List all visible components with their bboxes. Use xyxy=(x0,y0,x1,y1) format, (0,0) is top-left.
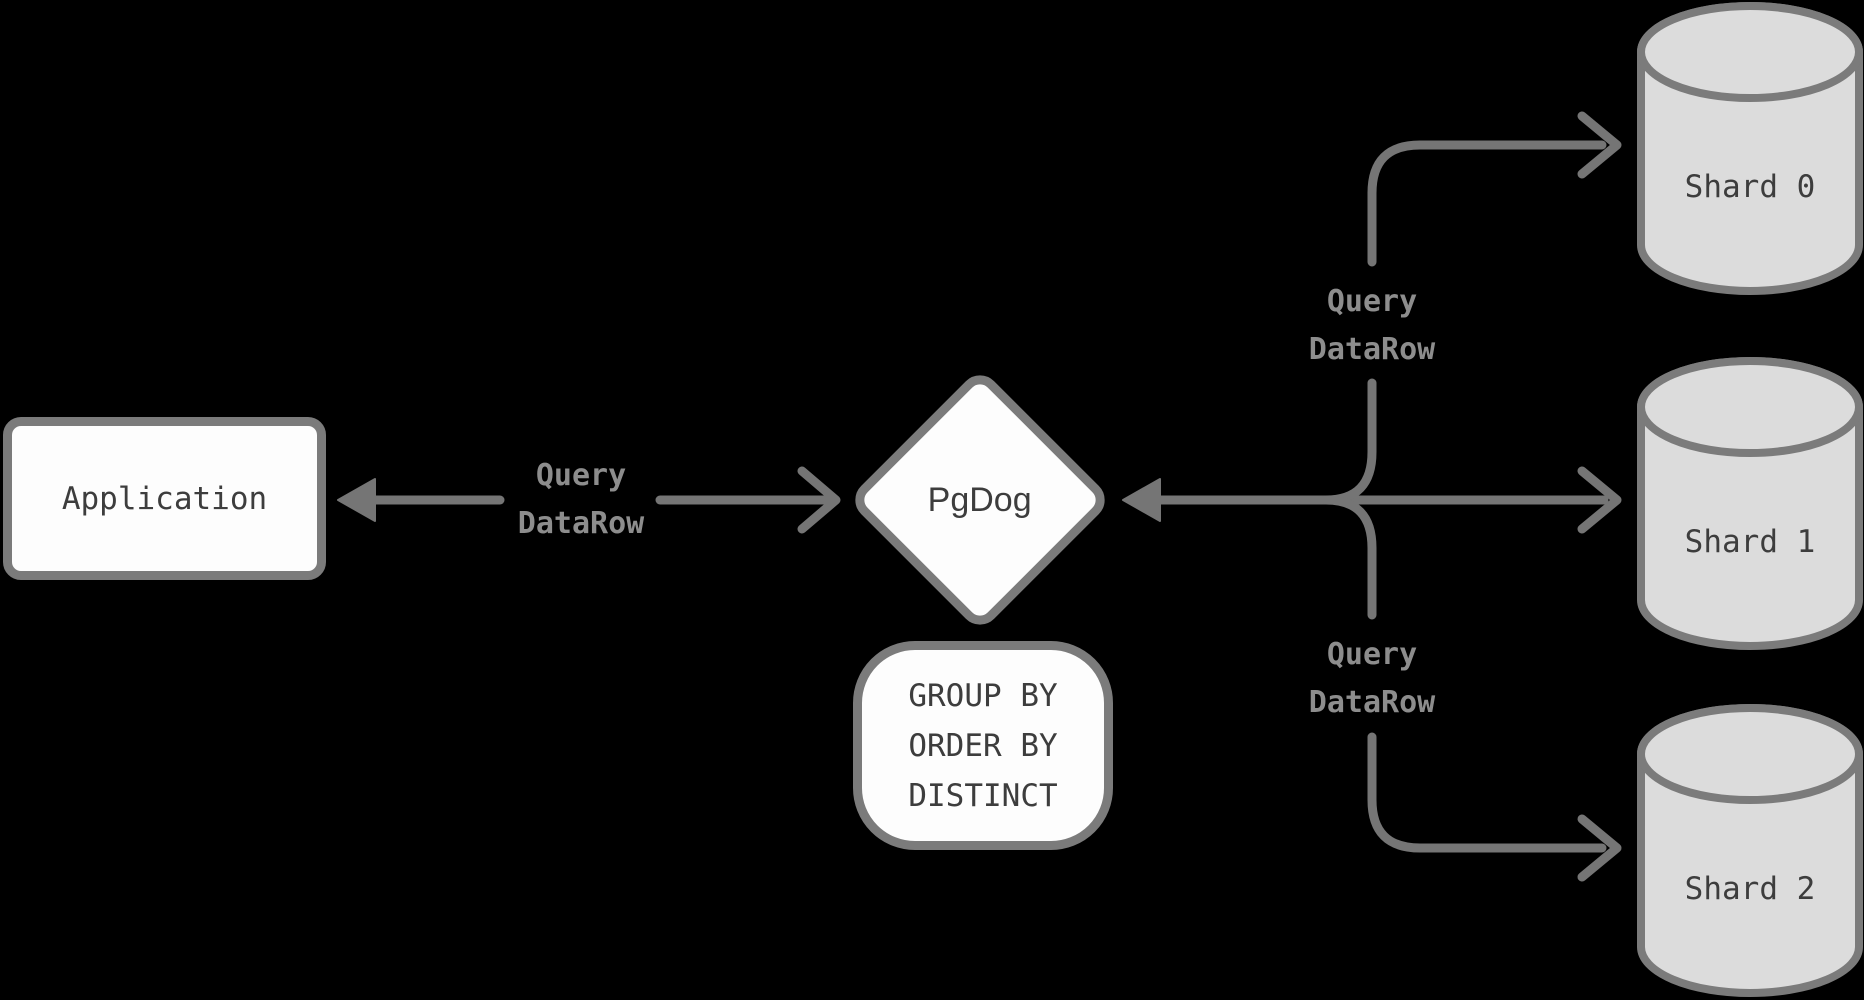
database-cylinder-icon xyxy=(1637,357,1863,650)
edge-label-datarow: DataRow xyxy=(1308,685,1436,720)
arrowhead-into-application xyxy=(337,478,376,522)
aggregate-line-group-by: GROUP BY xyxy=(908,677,1058,714)
arrowhead-into-pgdog-right xyxy=(1122,478,1161,522)
aggregate-line-distinct: DISTINCT xyxy=(908,777,1058,814)
shard-1-node: Shard 1 xyxy=(1637,357,1863,650)
shard-0-node: Shard 0 xyxy=(1637,2,1863,295)
database-cylinder-icon xyxy=(1637,2,1863,295)
pgdog-label: PgDog xyxy=(928,480,1032,519)
edge-label-pgdog-shard2: Query DataRow xyxy=(1252,631,1492,727)
shard-2-node: Shard 2 xyxy=(1637,704,1863,997)
merge-curve-upper xyxy=(1321,378,1377,505)
aggregates-node: GROUP BY ORDER BY DISTINCT xyxy=(853,641,1113,850)
edge-label-pgdog-shard0: Query DataRow xyxy=(1252,278,1492,374)
edge-trunk-to-shard0 xyxy=(1367,140,1607,267)
shard-0-label: Shard 0 xyxy=(1684,168,1816,205)
arrowhead-into-shard1 xyxy=(1577,466,1622,534)
application-label: Application xyxy=(61,480,268,517)
application-node: Application xyxy=(3,417,326,580)
edge-label-query: Query xyxy=(1326,637,1418,672)
shard-1-label: Shard 1 xyxy=(1684,523,1816,560)
database-cylinder-icon xyxy=(1637,704,1863,997)
arrowhead-into-shard2 xyxy=(1577,814,1622,882)
edge-trunk-to-shard2 xyxy=(1367,732,1607,853)
edge-label-query: Query xyxy=(535,458,627,493)
edge-label-datarow: DataRow xyxy=(1308,332,1436,367)
shard-2-label: Shard 2 xyxy=(1684,870,1816,907)
merge-curve-lower xyxy=(1321,495,1377,620)
edge-label-datarow: DataRow xyxy=(517,506,645,541)
edge-label-query: Query xyxy=(1326,284,1418,319)
aggregate-line-order-by: ORDER BY xyxy=(908,727,1058,764)
edge-label-app-pgdog: Query DataRow xyxy=(461,452,701,548)
arrowhead-into-pgdog-left xyxy=(797,466,841,534)
arrowhead-into-shard0 xyxy=(1577,111,1622,179)
